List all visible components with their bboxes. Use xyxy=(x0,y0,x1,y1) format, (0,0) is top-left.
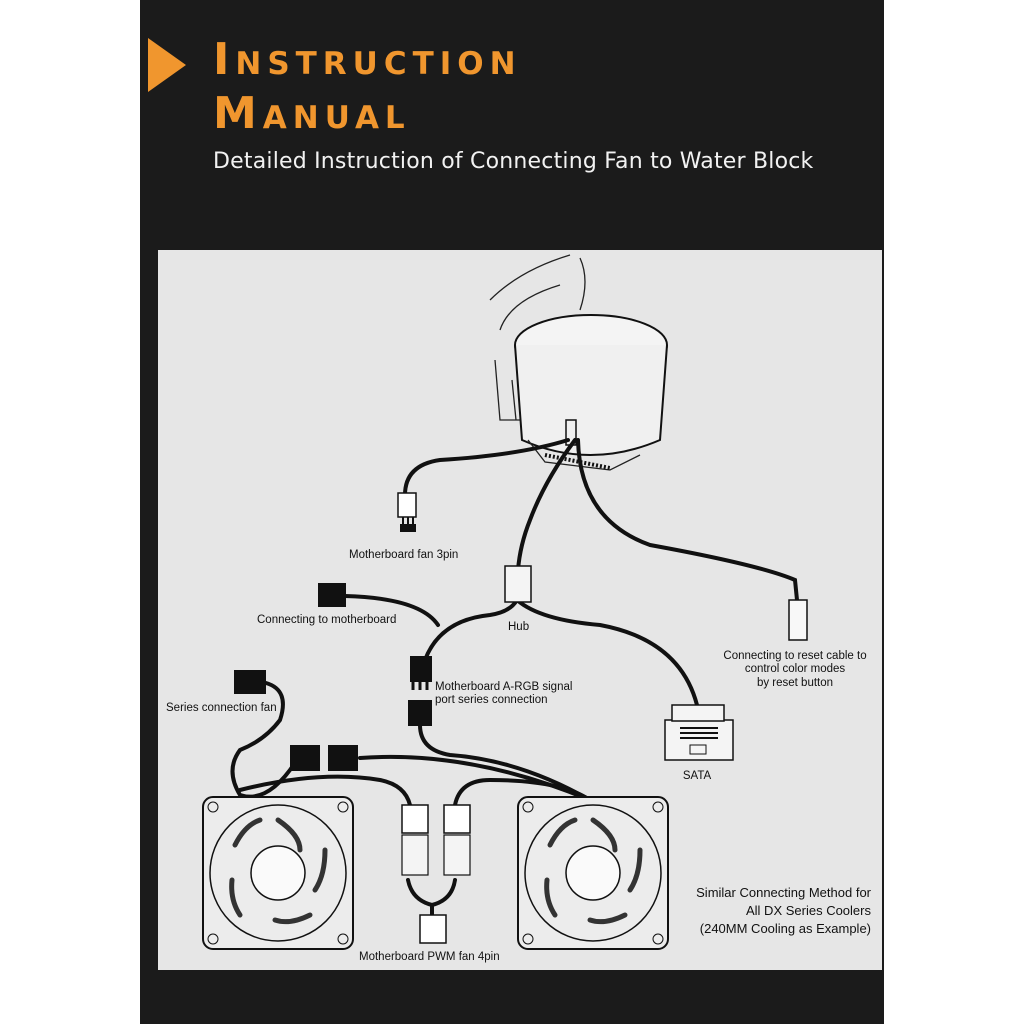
series-fan-connectors xyxy=(234,670,358,771)
label-reset-3: by reset button xyxy=(757,677,833,689)
argb-connectors xyxy=(408,656,432,726)
note-line-2: All DX Series Coolers xyxy=(746,903,871,918)
note-line-3: (240MM Cooling as Example) xyxy=(700,921,871,936)
hub-connector xyxy=(504,565,532,603)
fan-right xyxy=(517,796,669,950)
label-argb-2: port series connection xyxy=(435,694,548,706)
label-sata: SATA xyxy=(683,770,712,782)
orange-triangle-icon xyxy=(148,38,186,92)
label-hub: Hub xyxy=(508,621,529,633)
subtitle: Detailed Instruction of Connecting Fan t… xyxy=(213,149,814,174)
label-series-fan: Series connection fan xyxy=(166,702,277,714)
note-line-1: Similar Connecting Method for xyxy=(696,885,872,900)
label-to-motherboard: Connecting to motherboard xyxy=(257,614,396,626)
fan-left xyxy=(202,796,354,950)
label-argb-1: Motherboard A-RGB signal xyxy=(435,681,572,693)
label-reset-2: control color modes xyxy=(745,663,846,675)
fan-3pin-connector xyxy=(397,492,417,532)
title-line-1: Instruction xyxy=(213,34,522,85)
motherboard-connector xyxy=(318,583,346,607)
tube-outline xyxy=(489,254,586,421)
reset-cable-connector xyxy=(788,599,808,641)
label-pwm-4pin: Motherboard PWM fan 4pin xyxy=(359,951,500,963)
water-block-pump xyxy=(514,314,668,471)
pwm-splitter-connectors xyxy=(401,804,471,944)
label-fan-3pin: Motherboard fan 3pin xyxy=(349,549,458,561)
cables xyxy=(230,438,799,920)
label-reset-1: Connecting to reset cable to xyxy=(723,650,866,662)
title-line-2: Manual xyxy=(213,88,411,139)
sata-connector xyxy=(664,704,734,761)
